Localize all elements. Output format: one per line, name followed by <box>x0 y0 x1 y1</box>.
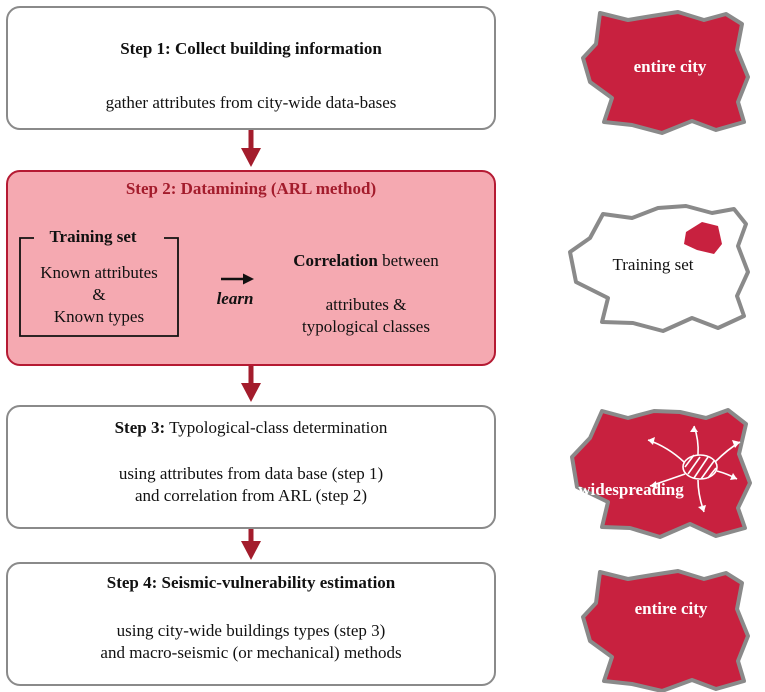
map4-label: entire city <box>634 599 708 618</box>
training-line-2: & <box>92 285 106 304</box>
down-arrow-1 <box>241 130 261 167</box>
step2-box: Step 2: Datamining (ARL method) <box>6 170 496 366</box>
step1-box: Step 1: Collect building information gat… <box>6 6 496 130</box>
spread-pattern-icon <box>647 425 741 513</box>
step3-title-bold: Step 3: <box>114 418 166 437</box>
step4-title: Step 4: Seismic-vulnerability estimation <box>106 573 396 592</box>
learn-arrow-icon <box>221 273 254 285</box>
training-line-1: Known attributes <box>40 263 158 282</box>
training-set-label: Training set <box>34 226 152 248</box>
city-map-4 <box>581 569 750 692</box>
step1-title: Step 1: Collect building information <box>120 39 382 58</box>
map1-label: entire city <box>633 57 707 76</box>
training-set-frame <box>19 237 179 337</box>
step4-line-2: and macro-seismic (or mechanical) method… <box>100 643 402 662</box>
step4-box: Step 4: Seismic-vulnerability estimation… <box>6 562 496 686</box>
training-line-3: Known types <box>53 307 145 326</box>
city-map-1 <box>581 10 750 135</box>
learn-label: learn <box>216 289 254 308</box>
down-arrow-2 <box>241 366 261 402</box>
down-arrow-3 <box>241 529 261 560</box>
step3-box: Step 3: Typological-class determination … <box>6 405 496 529</box>
step3-line-1: using attributes from data base (step 1) <box>118 464 384 483</box>
step2-title: Step 2: Datamining (ARL method) <box>125 179 377 198</box>
map3-label: widespreading <box>578 480 684 499</box>
map2-label: Training set <box>612 255 694 274</box>
correlation-bold: Correlation <box>293 251 378 270</box>
step3-title-rest: Typological-class determination <box>165 418 388 437</box>
correlation-line-2: typological classes <box>302 317 430 336</box>
correlation-rest: between <box>377 251 439 270</box>
correlation-line-1: attributes & <box>325 295 407 314</box>
training-area-blob <box>684 222 722 254</box>
correlation-heading: Correlation between <box>276 250 456 272</box>
step1-desc: gather attributes from city-wide data-ba… <box>105 93 397 112</box>
step3-title: Step 3: Typological-class determination <box>8 417 494 439</box>
step3-line-2: and correlation from ARL (step 2) <box>134 486 368 505</box>
step4-line-1: using city-wide buildings types (step 3) <box>116 621 386 640</box>
